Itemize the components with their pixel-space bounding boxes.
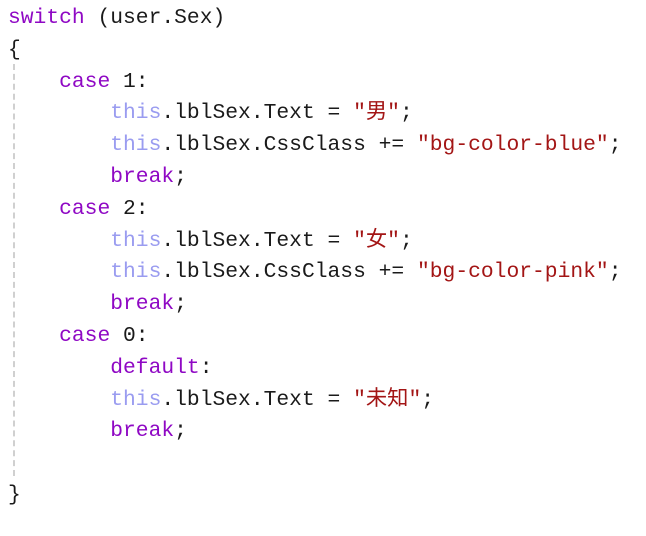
string-literal: "bg-color-blue": [416, 133, 609, 158]
keyword-token: case: [59, 69, 111, 94]
code-token: .lblSex.CssClass +=: [161, 260, 417, 285]
indent: [8, 260, 110, 284]
indent: [8, 388, 110, 412]
code-line[interactable]: [8, 448, 621, 480]
code-token: .lblSex.Text =: [161, 228, 354, 253]
code-token: ;: [399, 228, 413, 253]
string-literal: "未知": [353, 387, 422, 412]
code-token: 1:: [110, 69, 149, 94]
code-line[interactable]: }: [8, 480, 621, 512]
indent: [8, 101, 110, 125]
code-line[interactable]: default:: [8, 353, 621, 385]
string-literal: "男": [353, 101, 400, 126]
code-token: ;: [608, 260, 622, 285]
code-line[interactable]: this.lblSex.CssClass += "bg-color-pink";: [8, 257, 621, 289]
code-line[interactable]: case 1:: [8, 67, 621, 99]
code-line[interactable]: {: [8, 35, 621, 67]
keyword-token: break: [110, 419, 175, 444]
code-line[interactable]: break;: [8, 289, 621, 321]
code-line[interactable]: break;: [8, 162, 621, 194]
code-token: .lblSex.CssClass +=: [161, 133, 417, 158]
code-token: ;: [174, 164, 187, 189]
indent: [8, 70, 59, 94]
code-token: ;: [399, 101, 413, 126]
code-line[interactable]: case 2:: [8, 194, 621, 226]
keyword-token: case: [59, 196, 111, 221]
this-token: this: [110, 260, 162, 285]
code-token: .lblSex.Text =: [161, 101, 354, 126]
code-line[interactable]: this.lblSex.Text = "未知";: [8, 385, 621, 417]
code-token: ;: [608, 133, 622, 158]
code-token: 0:: [110, 323, 149, 348]
this-token: this: [110, 228, 162, 253]
code-token: ;: [174, 292, 187, 317]
keyword-token: default: [110, 355, 200, 380]
code-token: 2:: [110, 196, 149, 221]
this-token: this: [110, 101, 162, 126]
indent-guide: [13, 64, 15, 476]
string-literal: "女": [353, 228, 400, 253]
keyword-token: case: [59, 323, 111, 348]
this-token: this: [110, 387, 162, 412]
code-token: :: [199, 355, 213, 380]
indent: [8, 419, 110, 443]
code-line[interactable]: case 0:: [8, 321, 621, 353]
code-token: (user.Sex): [84, 6, 226, 30]
keyword-token: break: [110, 164, 175, 189]
code-token: }: [8, 482, 21, 507]
keyword-token: switch: [8, 6, 85, 30]
this-token: this: [110, 133, 162, 158]
keyword-token: break: [110, 292, 175, 317]
code-token: ;: [174, 419, 187, 444]
code-token: {: [8, 37, 21, 62]
indent: [8, 356, 110, 380]
code-line[interactable]: this.lblSex.Text = "男";: [8, 98, 621, 130]
indent: [8, 133, 110, 157]
code-line[interactable]: switch (user.Sex): [8, 3, 621, 35]
indent: [8, 165, 110, 189]
indent: [8, 292, 110, 316]
code-editor[interactable]: switch (user.Sex){ case 1: this.lblSex.T…: [8, 3, 621, 512]
code-token: .lblSex.Text =: [161, 387, 354, 412]
code-token: ;: [421, 387, 435, 412]
code-line[interactable]: this.lblSex.Text = "女";: [8, 226, 621, 258]
code-line[interactable]: this.lblSex.CssClass += "bg-color-blue";: [8, 130, 621, 162]
indent: [8, 324, 59, 348]
string-literal: "bg-color-pink": [416, 260, 609, 285]
indent: [8, 229, 110, 253]
code-line[interactable]: break;: [8, 416, 621, 448]
indent: [8, 197, 59, 221]
